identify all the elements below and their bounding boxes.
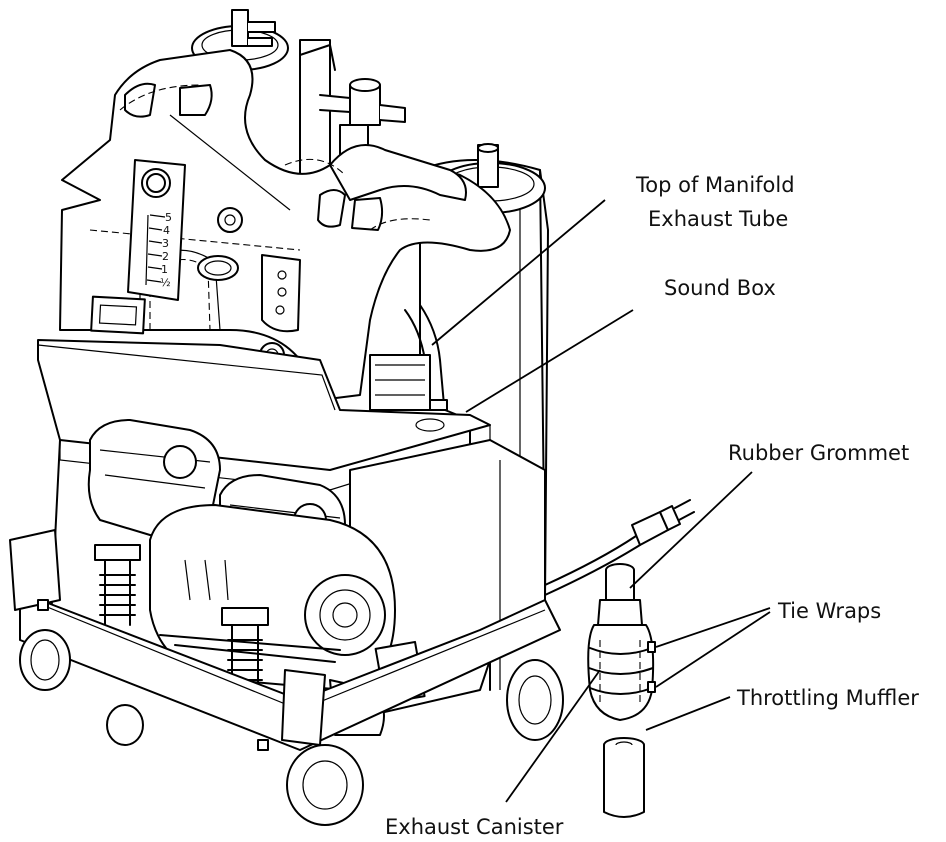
flowmeter-scale-half: ½ (160, 276, 171, 289)
flowmeter: 5 4 3 2 1 ½ (127, 159, 186, 301)
label-throttling-muffler: Throttling Muffler (736, 686, 919, 710)
flowmeter-scale-2: 2 (162, 250, 169, 263)
tie-wraps (647, 641, 656, 693)
leader-tie-wrap-1 (655, 607, 771, 648)
leader-rubber-grommet (629, 471, 753, 589)
exhaust-canister (587, 624, 655, 721)
label-tie-wraps: Tie Wraps (777, 599, 881, 623)
label-exhaust-canister: Exhaust Canister (385, 815, 564, 839)
label-rubber-grommet: Rubber Grommet (728, 441, 909, 465)
label-exhaust-tube: Exhaust Tube (648, 207, 788, 231)
mount-springs (94, 544, 269, 691)
label-top-of-manifold: Top of Manifold (635, 173, 795, 197)
flowmeter-scale-3: 3 (162, 237, 169, 250)
flowmeter-scale-4: 4 (163, 224, 170, 237)
rubber-grommet (597, 563, 643, 631)
throttling-muffler (603, 737, 645, 818)
casters (19, 629, 564, 826)
power-cord (544, 499, 695, 596)
leader-tie-wrap-2 (655, 611, 771, 688)
flowmeter-scale-5: 5 (165, 211, 172, 224)
base-tray (9, 529, 561, 751)
leader-exhaust-canister (505, 669, 601, 803)
leader-throttling-muffler (645, 696, 731, 731)
flowmeter-scale-1: 1 (161, 263, 168, 276)
label-sound-box: Sound Box (664, 276, 776, 300)
leader-top-manifold (431, 199, 606, 346)
leader-sound-box (465, 309, 634, 413)
sound-box (369, 354, 431, 411)
leader-lines (431, 199, 771, 803)
